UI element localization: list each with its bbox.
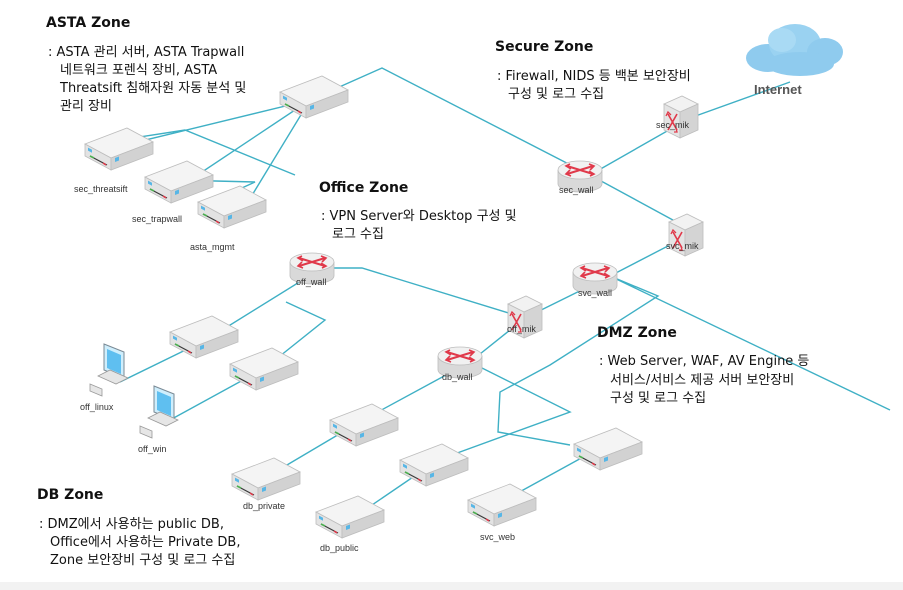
office-switch-1 bbox=[169, 315, 239, 359]
sec-trapwall-server bbox=[144, 160, 214, 204]
db-zone-title: DB Zone bbox=[37, 487, 103, 503]
db-public-label: db_public bbox=[320, 543, 359, 553]
sec-mik-label: sec_mik bbox=[656, 120, 690, 130]
office-zone-title: Office Zone bbox=[319, 180, 408, 196]
db-zone-line-2: Office에서 사용하는 Private DB, bbox=[50, 535, 241, 550]
off-win-monitor-icon bbox=[139, 385, 179, 439]
secure-zone-line-2: 구성 및 로그 수집 bbox=[508, 87, 604, 102]
network-links bbox=[119, 67, 891, 521]
svc-web-server bbox=[467, 483, 537, 527]
internet-label: Internet bbox=[754, 82, 802, 97]
off-win-label: off_win bbox=[138, 444, 166, 454]
db-public-server bbox=[315, 495, 385, 539]
asta-zone-line-4: 관리 장비 bbox=[60, 99, 112, 114]
dmz-zone-line-2: 서비스/서비스 제공 서버 보안장비 bbox=[610, 373, 794, 388]
dmz-zone-title: DMZ Zone bbox=[597, 325, 677, 341]
db-private-label: db_private bbox=[243, 501, 285, 511]
network-diagram: Internet sec_threatsift sec_trapwall ast… bbox=[37, 15, 891, 568]
office-zone-description: Office Zone : VPN Server와 Desktop 구성 및 로… bbox=[319, 180, 517, 242]
bottom-strip bbox=[0, 582, 903, 590]
dmz-zone-line-1: : Web Server, WAF, AV Engine 등 bbox=[599, 354, 809, 369]
svc-mik-label: svc_mik bbox=[666, 241, 699, 251]
office-switch-2 bbox=[229, 347, 299, 391]
dmz-zone-description: DMZ Zone : Web Server, WAF, AV Engine 등 … bbox=[597, 325, 809, 406]
network-diagram-canvas: Internet sec_threatsift sec_trapwall ast… bbox=[10, 0, 903, 582]
off-linux-label: off_linux bbox=[80, 402, 114, 412]
svc-web-label: svc_web bbox=[480, 532, 515, 542]
off-mik-label: off_mik bbox=[507, 324, 536, 334]
office-zone-line-2: 로그 수집 bbox=[332, 227, 384, 242]
asta-mgmt-server bbox=[197, 185, 267, 229]
internet-cloud-icon bbox=[746, 24, 843, 76]
db-private-server bbox=[231, 457, 301, 501]
db-zone-description: DB Zone : DMZ에서 사용하는 public DB, Office에서… bbox=[37, 487, 241, 568]
dmz-switch bbox=[573, 427, 643, 471]
off-linux-monitor-icon bbox=[89, 343, 129, 397]
asta-zone-line-1: : ASTA 관리 서버, ASTA Trapwall bbox=[48, 45, 244, 60]
sec-trapwall-label: sec_trapwall bbox=[132, 214, 182, 224]
asta-zone-description: ASTA Zone : ASTA 관리 서버, ASTA Trapwall 네트… bbox=[46, 15, 246, 114]
svc-wall-label: svc_wall bbox=[578, 288, 612, 298]
secure-zone-description: Secure Zone : Firewall, NIDS 등 백본 보안장비 구… bbox=[495, 39, 691, 102]
asta-mgmt-label: asta_mgmt bbox=[190, 242, 235, 252]
off-wall-label: off_wall bbox=[296, 277, 326, 287]
db-wall-label: db_wall bbox=[442, 372, 473, 382]
sec-threatsift-server bbox=[84, 127, 154, 171]
db-switch-1 bbox=[329, 403, 399, 447]
asta-zone-line-3: Threatsift 침해자원 자동 분석 및 bbox=[59, 81, 246, 96]
asta-zone-line-2: 네트워크 포렌식 장비, ASTA bbox=[60, 63, 217, 78]
asta-zone-title: ASTA Zone bbox=[46, 15, 130, 31]
secure-zone-line-1: : Firewall, NIDS 등 백본 보안장비 bbox=[497, 69, 691, 84]
secure-zone-title: Secure Zone bbox=[495, 39, 593, 55]
sec-threatsift-label: sec_threatsift bbox=[74, 184, 128, 194]
sec-wall-label: sec_wall bbox=[559, 185, 594, 195]
sec-mik-switch bbox=[663, 95, 699, 139]
db-zone-line-1: : DMZ에서 사용하는 public DB, bbox=[39, 517, 224, 532]
dmz-zone-line-3: 구성 및 로그 수집 bbox=[610, 391, 706, 406]
asta-switch bbox=[279, 75, 349, 119]
db-zone-line-3: Zone 보안장비 구성 및 로그 수집 bbox=[50, 553, 235, 568]
office-zone-line-1: : VPN Server와 Desktop 구성 및 bbox=[321, 209, 517, 224]
